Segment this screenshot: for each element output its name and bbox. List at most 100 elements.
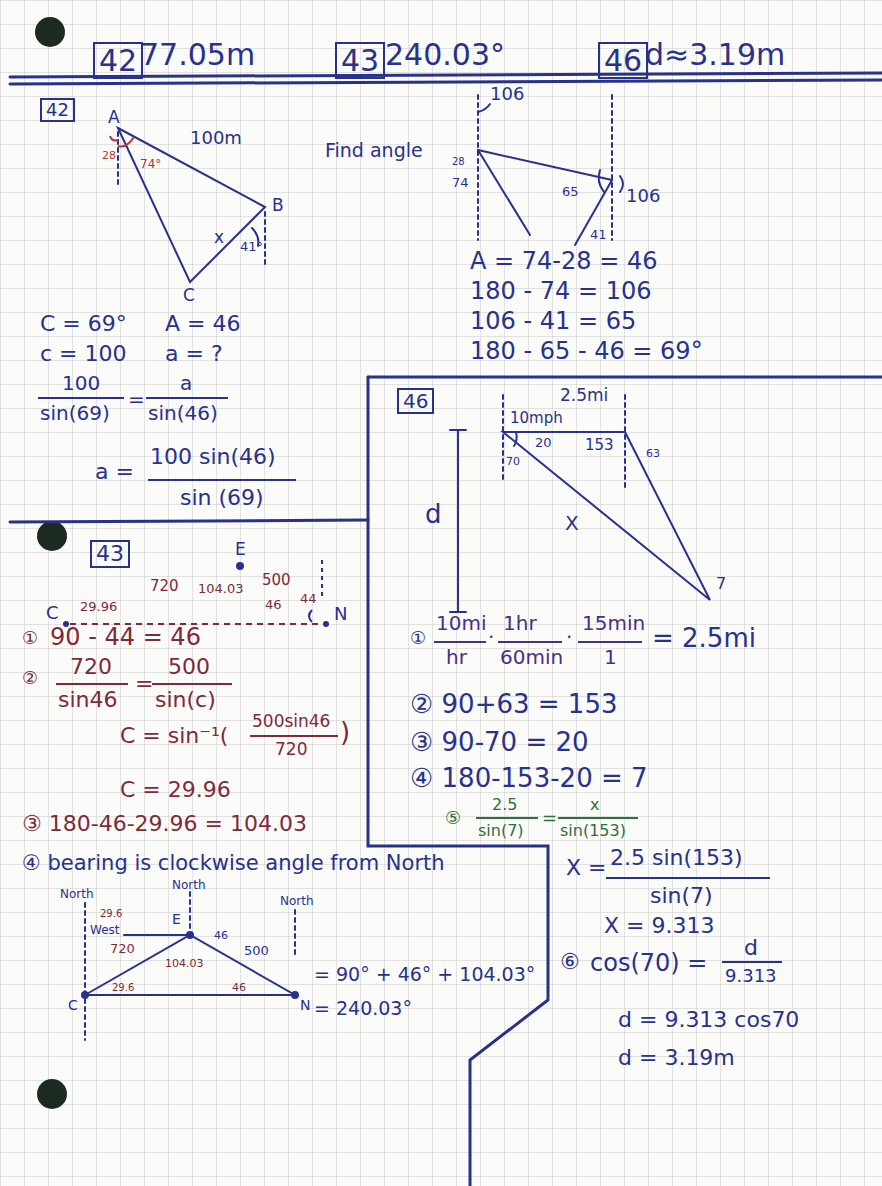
sketch-line: [624, 395, 626, 490]
handwritten-note: 29.96: [80, 600, 117, 614]
sketch-line: [620, 176, 623, 192]
sketch-line: [187, 932, 193, 938]
sketch-line: [611, 95, 613, 240]
handwritten-note: C: [183, 286, 195, 305]
handwritten-note: = 90° + 46° + 104.03°: [314, 964, 535, 985]
handwritten-note: d = 9.313 cos70: [618, 1008, 799, 1032]
handwritten-note: ⑥: [560, 950, 580, 974]
problem-number: 42: [99, 43, 137, 78]
angle-arc: [118, 137, 134, 147]
sketch-line: [502, 395, 504, 480]
sketch-line: [578, 641, 642, 643]
handwritten-note: 29.6: [100, 908, 122, 919]
handwritten-note: d≈3.19m: [645, 38, 785, 71]
handwritten-note: West: [90, 924, 120, 937]
handwritten-note: sin(69): [40, 402, 110, 424]
handwritten-note: ②: [22, 668, 38, 688]
sketch-line: [457, 430, 459, 612]
bearing-triangle: [82, 892, 298, 1040]
sketch-line: [56, 683, 128, 685]
problem-number-box: 43: [90, 540, 130, 568]
handwritten-note: ·: [566, 626, 572, 648]
handwritten-note: 720: [110, 942, 135, 956]
sketch-line: [292, 992, 298, 998]
handwritten-note: 104.03: [165, 958, 204, 970]
handwritten-note: 100m: [190, 128, 242, 148]
bearing-sketch-43: [63, 560, 329, 627]
handwritten-note: 15min: [582, 612, 645, 634]
handwritten-note: a = ?: [165, 342, 223, 366]
handwritten-note: 2.5: [492, 796, 517, 814]
handwritten-note: x: [214, 228, 224, 247]
find-angle-sketch: [478, 95, 623, 245]
handwritten-note: 74°: [140, 158, 161, 171]
sketch-line: [514, 432, 517, 446]
handwritten-note: North: [280, 895, 314, 908]
handwritten-note: x: [590, 796, 599, 814]
sketch-line: [82, 992, 88, 998]
problem-number-box: 43: [335, 42, 385, 79]
handwritten-note: North: [60, 888, 94, 901]
handwritten-note: c = 100: [40, 342, 127, 366]
handwritten-note: 10mph: [510, 410, 563, 427]
problem-number: 43: [341, 43, 379, 78]
handwritten-note: a: [180, 372, 192, 394]
sketch-line: [450, 429, 466, 431]
handwritten-note: 90 - 44 = 46: [50, 624, 201, 650]
handwritten-note: 720: [150, 578, 179, 595]
sketch-line: [478, 150, 530, 235]
handwritten-note: ·: [488, 626, 494, 648]
problem-number: 46: [604, 43, 642, 78]
sketch-line: [84, 903, 86, 1040]
handwritten-note: E: [235, 540, 246, 559]
sketch-line: [722, 961, 782, 963]
handwritten-note: =: [128, 388, 145, 410]
sketch-line: [37, 1079, 67, 1109]
handwritten-note: 1hr: [503, 612, 537, 634]
sketch-line: [321, 560, 323, 596]
handwritten-note: A = 74-28 = 46: [470, 248, 657, 274]
handwritten-note: ⑤: [445, 808, 461, 828]
handwritten-note: C: [68, 998, 78, 1013]
handwritten-note: 720: [70, 655, 112, 679]
problem-number: 46: [403, 389, 428, 413]
sketch-line: [118, 128, 265, 282]
handwritten-note: 2.5 sin(153): [610, 846, 743, 870]
handwritten-note: 180 - 65 - 46 = 69°: [470, 338, 703, 364]
sketch-line: [323, 621, 329, 627]
angle-arc: [110, 136, 118, 141]
handwritten-note: 41°: [240, 240, 263, 254]
triangle-46: [450, 395, 710, 612]
sketch-line: [477, 95, 479, 240]
sketch-line: [146, 397, 228, 399]
problem-number: 42: [46, 99, 69, 120]
handwritten-note: 41: [590, 228, 607, 242]
sketch-line: [599, 170, 604, 192]
handwritten-note: 63: [646, 448, 660, 460]
sketch-line: [10, 80, 882, 84]
handwritten-note: 46: [232, 982, 246, 994]
handwritten-note: 77.05m: [140, 38, 255, 71]
handwritten-note: Find angle: [325, 140, 423, 161]
handwritten-note: sin(153): [560, 822, 626, 840]
sketch-line: [236, 562, 244, 570]
handwritten-note: 104.03: [198, 582, 244, 596]
sketch-line: [476, 817, 538, 819]
handwritten-note: 100: [62, 372, 100, 394]
handwritten-note: 7: [716, 575, 726, 593]
handwritten-note: =: [542, 808, 557, 828]
handwritten-note: 500: [262, 572, 291, 589]
handwritten-note: 65: [562, 185, 579, 199]
sketch-line: [498, 641, 562, 643]
handwritten-note: North: [172, 879, 206, 892]
handwritten-note: N: [300, 998, 310, 1013]
handwritten-note: 100 sin(46): [150, 445, 276, 469]
handwritten-note: d = 3.19m: [618, 1046, 735, 1070]
handwritten-note: A = 46: [165, 312, 240, 336]
problem-number-box: 42: [40, 98, 75, 122]
handwritten-note: ③ 90-70 = 20: [410, 728, 589, 757]
handwritten-note: 240.03°: [385, 38, 505, 71]
sketch-line: [478, 150, 612, 180]
handwritten-note: ①: [22, 628, 38, 648]
triangle-42: [118, 128, 265, 282]
